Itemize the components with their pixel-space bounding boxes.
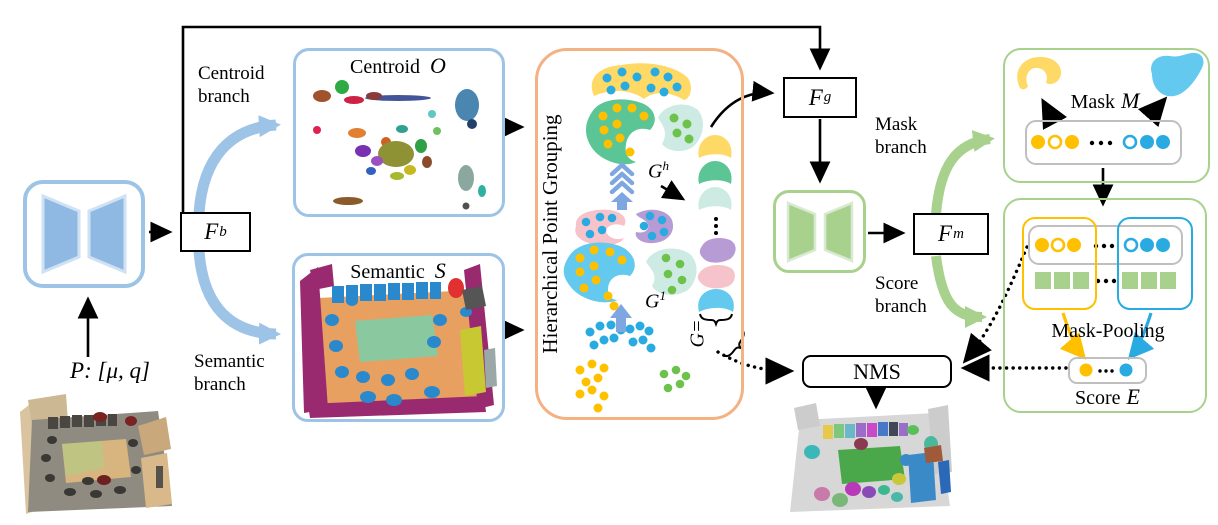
centroid-symbol: O bbox=[430, 53, 446, 78]
mask-branch-arrow bbox=[931, 130, 995, 215]
mask-box-content bbox=[1017, 52, 1204, 150]
mask-vector-dots bbox=[1031, 134, 1170, 150]
mask-yellow-blob bbox=[1017, 56, 1062, 90]
nms-box: NMS bbox=[802, 355, 952, 388]
score-branch-arrow bbox=[931, 255, 987, 328]
mask-vector-to-yellow-dotted-arrow bbox=[1041, 97, 1067, 130]
mask-blue-blob bbox=[1151, 52, 1204, 97]
mask-vector-box bbox=[1025, 120, 1182, 165]
mask-vector-to-blue-dotted-arrow bbox=[1137, 96, 1168, 128]
mask-unet-glyph bbox=[786, 200, 853, 263]
groups-to-fg-arrow bbox=[709, 80, 775, 128]
score-symbol: E bbox=[1126, 384, 1140, 409]
mask-branch-label: Mask branch bbox=[875, 114, 927, 158]
mask-symbol: M bbox=[1121, 88, 1140, 113]
mask-unet-icon bbox=[773, 190, 866, 273]
centroid-branch-label: Centroid branch bbox=[198, 63, 265, 107]
backbone-unet-glyph bbox=[41, 193, 127, 275]
solid-connectors bbox=[77, 25, 1114, 357]
fb-base: F bbox=[204, 219, 219, 244]
skip-connection-line bbox=[181, 25, 831, 213]
score-mask-row-box bbox=[1028, 225, 1183, 265]
grouping-content bbox=[563, 63, 745, 413]
mask-output-box bbox=[1003, 48, 1210, 183]
fm-sup: m bbox=[953, 225, 964, 242]
pooled-score-box bbox=[1068, 357, 1147, 384]
semantic-segmentation-image bbox=[300, 264, 497, 418]
block-up-arrow-icon bbox=[611, 192, 633, 210]
single-up-arrow-icon bbox=[610, 304, 632, 332]
orange-instance-group-box bbox=[1022, 217, 1097, 310]
centroid-branch-arrow bbox=[193, 115, 281, 214]
pooling-blue-arrow bbox=[1127, 312, 1155, 360]
result-instances-image bbox=[790, 403, 952, 512]
feature-squares bbox=[1035, 272, 1176, 289]
gh-pointer-arrow bbox=[660, 180, 686, 201]
pooling-orange-arrow bbox=[1059, 312, 1087, 360]
input-label: P: [μ, q] bbox=[70, 358, 150, 383]
grouping-box-title: Hierarchical Point Grouping bbox=[538, 114, 562, 354]
fg-sup: g bbox=[823, 89, 832, 105]
backbone-unet-icon bbox=[23, 180, 145, 288]
semantic-branch-arrow bbox=[193, 250, 281, 345]
fg-base: F bbox=[808, 84, 823, 110]
underbrace bbox=[699, 313, 733, 328]
hierarchical-grouping-box bbox=[535, 48, 744, 420]
fm-base: F bbox=[938, 221, 953, 246]
score-mask-dots bbox=[1035, 237, 1170, 253]
vertical-ellipsis bbox=[714, 217, 718, 235]
fb-sup: b bbox=[219, 223, 227, 240]
g-equals-label: G= bbox=[686, 319, 709, 348]
g1-label: G1 bbox=[645, 288, 666, 313]
centroid-offsets-image bbox=[313, 80, 486, 210]
semantic-branch-label: Semantic branch bbox=[194, 351, 265, 395]
input-pointcloud-image bbox=[20, 394, 172, 514]
score-branch-label: Score branch bbox=[875, 273, 927, 317]
mask-pooling-label: Mask-Pooling bbox=[1051, 320, 1165, 342]
blue-instance-group-box bbox=[1117, 217, 1193, 310]
semantic-symbol: S bbox=[434, 258, 446, 283]
triple-chevron-up-icon bbox=[609, 162, 635, 195]
pooled-score-dots bbox=[1079, 363, 1133, 377]
gh-label: Gh bbox=[648, 158, 669, 183]
score-box-content bbox=[1035, 237, 1176, 377]
